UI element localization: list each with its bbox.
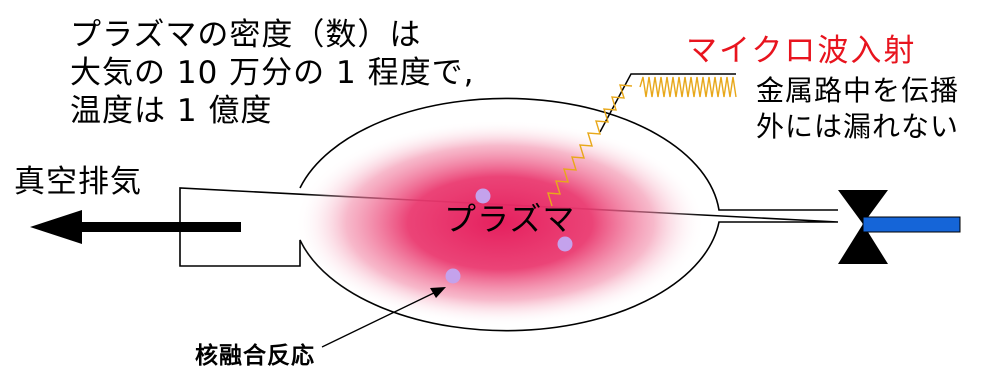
plasma-glow [295, 120, 705, 326]
particle [475, 188, 491, 204]
vacuum-exhaust-label: 真空排気 [14, 164, 142, 200]
exhaust-arrow-head [30, 210, 82, 244]
fusion-pointer-head [430, 287, 446, 298]
microwave-diagonal-wave [547, 84, 633, 207]
valve-bottom [838, 224, 888, 264]
particle [445, 268, 461, 284]
fusion-reaction-label: 核融合反応 [195, 343, 315, 369]
gas-inlet-pipe [862, 216, 961, 233]
microwave-horizontal-wave [639, 76, 737, 98]
exhaust-arrow-shaft [78, 222, 241, 232]
description-line-2: 大気の 10 万分の 1 程度で, [70, 55, 475, 91]
description-line-1: プラズマの密度（数）は [70, 17, 422, 53]
fusion-pointer-line [321, 289, 441, 348]
plasma-label: プラズマ [444, 200, 576, 238]
waveguide [599, 73, 736, 133]
valve-top [838, 190, 888, 224]
microwave-note-line-1: 金属路中を伝播 [756, 74, 960, 107]
microwave-note-line-2: 外には漏れない [756, 110, 960, 143]
particle [557, 236, 573, 252]
description-line-3: 温度は 1 億度 [70, 93, 273, 129]
microwave-title: マイクロ波入射 [686, 33, 917, 69]
